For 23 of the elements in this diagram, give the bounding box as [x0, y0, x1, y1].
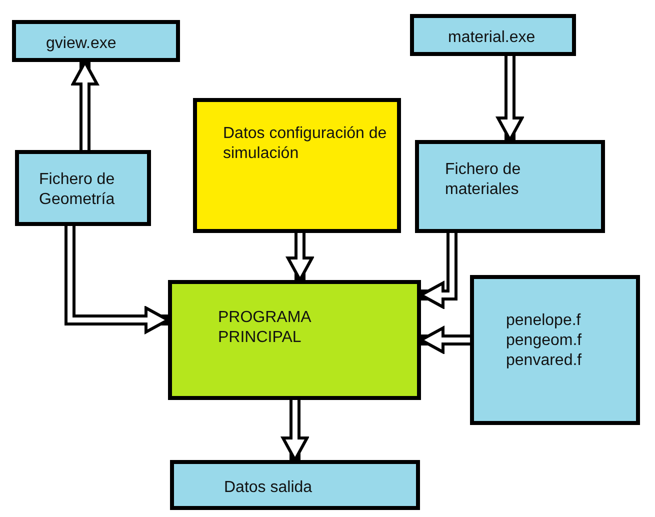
- process-box: [170, 460, 420, 510]
- box-label: PROGRAMA PRINCIPAL: [218, 308, 312, 348]
- block-arrow: [420, 233, 458, 308]
- block-arrow: [420, 326, 470, 354]
- box-label: gview.exe: [46, 34, 118, 54]
- box-label: Datos configuración de simulación: [223, 124, 388, 164]
- process-box: [15, 150, 151, 226]
- block-arrow: [72, 60, 98, 150]
- process-box: [470, 275, 640, 425]
- block-arrow: [282, 400, 308, 462]
- box-label: penelope.f pengeom.f penvared.f: [506, 311, 583, 371]
- box-label: Fichero de materiales: [445, 160, 522, 200]
- box-label: Fichero de Geometría: [39, 170, 116, 210]
- process-box: [410, 14, 576, 56]
- block-arrow: [64, 226, 170, 334]
- box-label: Datos salida: [224, 478, 314, 498]
- process-box: [168, 280, 421, 400]
- process-box: [12, 20, 180, 62]
- box-label: material.exe: [448, 28, 536, 48]
- block-arrow: [496, 56, 524, 142]
- process-box: [193, 98, 401, 233]
- block-arrow: [286, 233, 314, 282]
- process-box: [415, 140, 605, 233]
